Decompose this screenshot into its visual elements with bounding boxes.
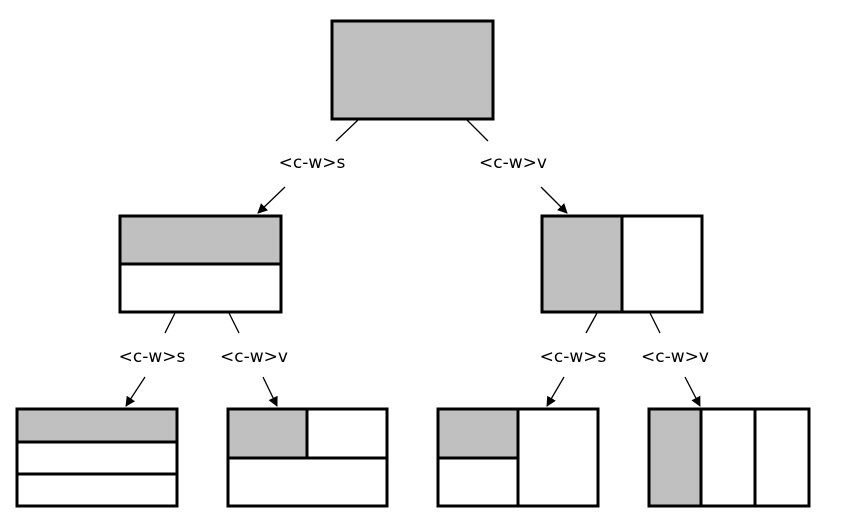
edge-line-segment xyxy=(649,312,661,334)
active-pane xyxy=(649,409,701,506)
edge-line-segment xyxy=(228,312,240,334)
active-pane xyxy=(17,409,177,442)
arrow-icon xyxy=(262,376,278,407)
active-pane xyxy=(228,409,307,458)
hsplit-window-layout xyxy=(118,214,283,314)
edge-label: <c-w>s xyxy=(119,347,186,367)
edge-label: <c-w>s xyxy=(279,153,346,173)
arrow-icon xyxy=(125,376,146,407)
inactive-pane xyxy=(17,442,177,474)
edge-label: <c-w>s xyxy=(540,347,607,367)
window-frame xyxy=(647,407,811,508)
inactive-pane xyxy=(438,458,518,506)
edge-label: <c-w>v xyxy=(641,347,709,367)
arrow-icon xyxy=(540,186,568,214)
inactive-pane xyxy=(622,216,702,312)
active-pane xyxy=(332,21,493,119)
active-pane xyxy=(120,216,281,264)
edge-root-to-vsplit: <c-w>v xyxy=(466,119,568,214)
edge-line-segment xyxy=(585,312,598,334)
edge-line-segment xyxy=(164,312,176,334)
edge-line-segment xyxy=(335,119,359,142)
hsplit-hsplit-window-layout xyxy=(15,407,179,508)
hsplit-vsplit-window-layout xyxy=(226,407,389,508)
edge-vsplit-to-vsplit-vsplit: <c-w>v xyxy=(641,312,709,407)
edge-label: <c-w>v xyxy=(479,153,547,173)
inactive-pane xyxy=(518,409,598,506)
edge-vsplit-to-vsplit-hsplit: <c-w>s xyxy=(540,312,607,407)
inactive-pane xyxy=(755,409,809,506)
arrow-icon xyxy=(257,186,286,214)
edge-hsplit-to-hsplit-hsplit: <c-w>s xyxy=(119,312,186,407)
inactive-pane xyxy=(120,264,281,312)
inactive-pane xyxy=(228,458,387,506)
root-window-layout xyxy=(330,19,495,121)
edge-root-to-hsplit: <c-w>s xyxy=(257,119,359,214)
inactive-pane xyxy=(17,474,177,506)
vsplit-hsplit-window-layout xyxy=(436,407,600,508)
edge-label: <c-w>v xyxy=(220,347,288,367)
vsplit-vsplit-window-layout xyxy=(647,407,811,508)
window-frame xyxy=(15,407,179,508)
edge-hsplit-to-hsplit-vsplit: <c-w>v xyxy=(220,312,288,407)
active-pane xyxy=(542,216,622,312)
inactive-pane xyxy=(307,409,387,458)
active-pane xyxy=(438,409,518,458)
arrow-icon xyxy=(546,376,565,407)
vsplit-window-layout xyxy=(540,214,704,314)
window-frame xyxy=(330,19,495,121)
inactive-pane xyxy=(701,409,755,506)
arrow-icon xyxy=(684,376,701,407)
edge-line-segment xyxy=(466,119,489,142)
